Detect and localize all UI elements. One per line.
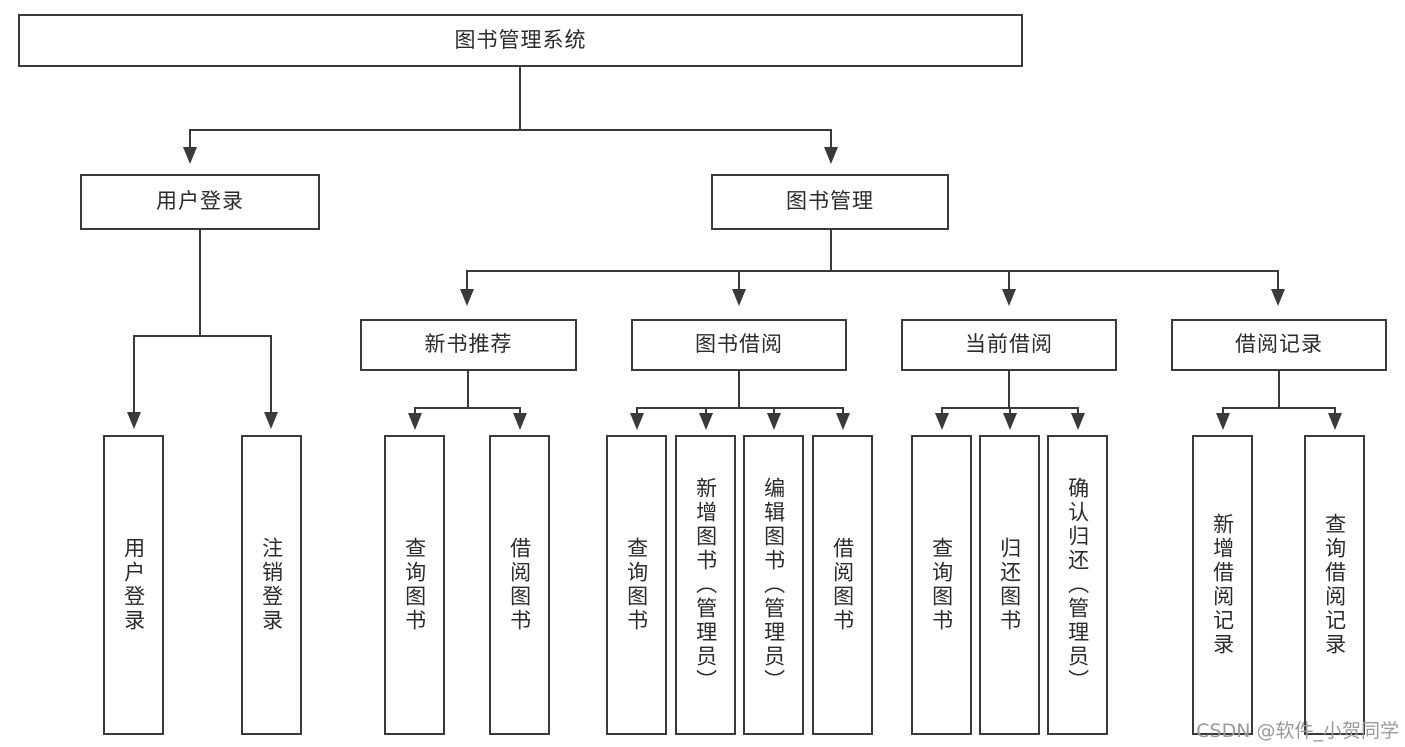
connector-to-borrow-record xyxy=(1277,270,1279,292)
leaf-confirm-return-admin[interactable]: 确认归还（管理员） xyxy=(1047,435,1108,735)
connector-level2-bus xyxy=(466,270,1278,272)
node-label: 图书借阅 xyxy=(695,332,783,357)
node-label: 图书管理 xyxy=(786,189,874,214)
connector-level1-bus xyxy=(189,129,831,131)
connector-to-book-borrow xyxy=(738,270,740,292)
arrow-to-user-login xyxy=(183,147,197,164)
connector-borrow-record-leaf1 xyxy=(1222,407,1224,416)
connector-root-stem xyxy=(519,67,521,130)
leaf-label: 查询借阅记录 xyxy=(1322,513,1347,657)
watermark-csdn: CSDN @软件_小贺同学 xyxy=(1196,720,1399,742)
arrow-to-current-borrow xyxy=(1002,289,1016,306)
leaf-label: 新增借阅记录 xyxy=(1210,513,1235,657)
node-label: 新书推荐 xyxy=(424,332,513,357)
connector-user-login-leaf2 xyxy=(270,335,272,415)
connector-user-login-bus xyxy=(133,335,271,337)
leaf-logout[interactable]: 注销登录 xyxy=(241,435,302,735)
leaf-return-book[interactable]: 归还图书 xyxy=(979,435,1040,735)
arrow-borrow-record-leaf1 xyxy=(1216,413,1230,430)
arrow-book-borrow-leaf4 xyxy=(836,413,850,430)
connector-user-login-stem xyxy=(199,230,201,336)
connector-new-book-stem xyxy=(467,371,469,408)
connector-book-borrow-leaf4 xyxy=(842,407,844,416)
connector-book-borrow-bus xyxy=(636,407,843,409)
connector-to-new-book xyxy=(466,270,468,292)
leaf-label: 新增图书（管理员） xyxy=(693,477,718,693)
node-new-book-recommend[interactable]: 新书推荐 xyxy=(360,319,577,371)
arrow-user-login-leaf2 xyxy=(264,412,278,429)
connector-book-mgmt-stem xyxy=(830,230,832,271)
arrow-book-borrow-leaf2 xyxy=(699,413,713,430)
arrow-new-book-leaf1 xyxy=(408,413,422,430)
arrow-borrow-record-leaf2 xyxy=(1328,413,1342,430)
node-label: 图书管理系统 xyxy=(454,27,587,52)
connector-new-book-leaf2 xyxy=(519,407,521,416)
leaf-add-book-admin[interactable]: 新增图书（管理员） xyxy=(675,435,736,735)
leaf-label: 归还图书 xyxy=(997,537,1022,633)
arrow-current-borrow-leaf2 xyxy=(1003,413,1017,430)
arrow-to-borrow-record xyxy=(1271,289,1285,306)
leaf-new-book-query[interactable]: 查询图书 xyxy=(384,435,445,735)
node-label: 借阅记录 xyxy=(1235,332,1323,357)
connector-current-borrow-leaf3 xyxy=(1077,407,1079,416)
leaf-label: 确认归还（管理员） xyxy=(1065,477,1090,693)
arrow-book-borrow-leaf3 xyxy=(767,413,781,430)
connector-new-book-bus xyxy=(414,407,520,409)
connector-current-borrow-leaf1 xyxy=(941,407,943,416)
connector-book-borrow-leaf3 xyxy=(773,407,775,416)
node-borrow-record[interactable]: 借阅记录 xyxy=(1171,319,1387,371)
leaf-label: 查询图书 xyxy=(402,537,427,633)
node-current-borrow[interactable]: 当前借阅 xyxy=(901,319,1117,371)
leaf-label: 查询图书 xyxy=(624,537,649,633)
leaf-add-borrow-record[interactable]: 新增借阅记录 xyxy=(1192,435,1253,735)
connector-borrow-record-leaf2 xyxy=(1334,407,1336,416)
connector-current-borrow-leaf2 xyxy=(1009,407,1011,416)
leaf-label: 编辑图书（管理员） xyxy=(761,477,786,693)
connector-to-current-borrow xyxy=(1008,270,1010,292)
leaf-user-login[interactable]: 用户登录 xyxy=(103,435,164,735)
node-book-borrow[interactable]: 图书借阅 xyxy=(631,319,847,371)
leaf-edit-book-admin[interactable]: 编辑图书（管理员） xyxy=(743,435,804,735)
leaf-label: 用户登录 xyxy=(121,537,146,633)
arrow-new-book-leaf2 xyxy=(513,413,527,430)
connector-current-borrow-stem xyxy=(1008,371,1010,408)
connector-book-borrow-leaf1 xyxy=(636,407,638,416)
connector-to-book-mgmt xyxy=(830,129,832,151)
arrow-to-new-book xyxy=(460,289,474,306)
leaf-new-book-borrow[interactable]: 借阅图书 xyxy=(489,435,550,735)
arrow-current-borrow-leaf3 xyxy=(1071,413,1085,430)
arrow-current-borrow-leaf1 xyxy=(935,413,949,430)
leaf-label: 查询图书 xyxy=(929,537,954,633)
leaf-label: 借阅图书 xyxy=(830,537,855,633)
node-root-library-system[interactable]: 图书管理系统 xyxy=(18,14,1023,67)
arrow-book-borrow-leaf1 xyxy=(630,413,644,430)
leaf-query-borrow-record[interactable]: 查询借阅记录 xyxy=(1304,435,1365,735)
connector-borrow-record-stem xyxy=(1278,371,1280,408)
node-book-management[interactable]: 图书管理 xyxy=(711,174,949,230)
node-user-login[interactable]: 用户登录 xyxy=(80,174,320,230)
leaf-borrow-query-book[interactable]: 查询图书 xyxy=(606,435,667,735)
connector-user-login-leaf1 xyxy=(133,335,135,415)
arrow-to-book-mgmt xyxy=(824,147,838,164)
connector-book-borrow-leaf2 xyxy=(705,407,707,416)
leaf-label: 注销登录 xyxy=(259,537,284,633)
leaf-current-query-book[interactable]: 查询图书 xyxy=(911,435,972,735)
connector-to-user-login xyxy=(189,129,191,151)
arrow-to-book-borrow xyxy=(732,289,746,306)
leaf-borrow-book[interactable]: 借阅图书 xyxy=(812,435,873,735)
connector-borrow-record-bus xyxy=(1222,407,1335,409)
node-label: 当前借阅 xyxy=(965,332,1053,357)
connector-book-borrow-stem xyxy=(738,371,740,408)
node-label: 用户登录 xyxy=(156,189,244,214)
leaf-label: 借阅图书 xyxy=(507,537,532,633)
arrow-user-login-leaf1 xyxy=(127,412,141,429)
connector-new-book-leaf1 xyxy=(414,407,416,416)
